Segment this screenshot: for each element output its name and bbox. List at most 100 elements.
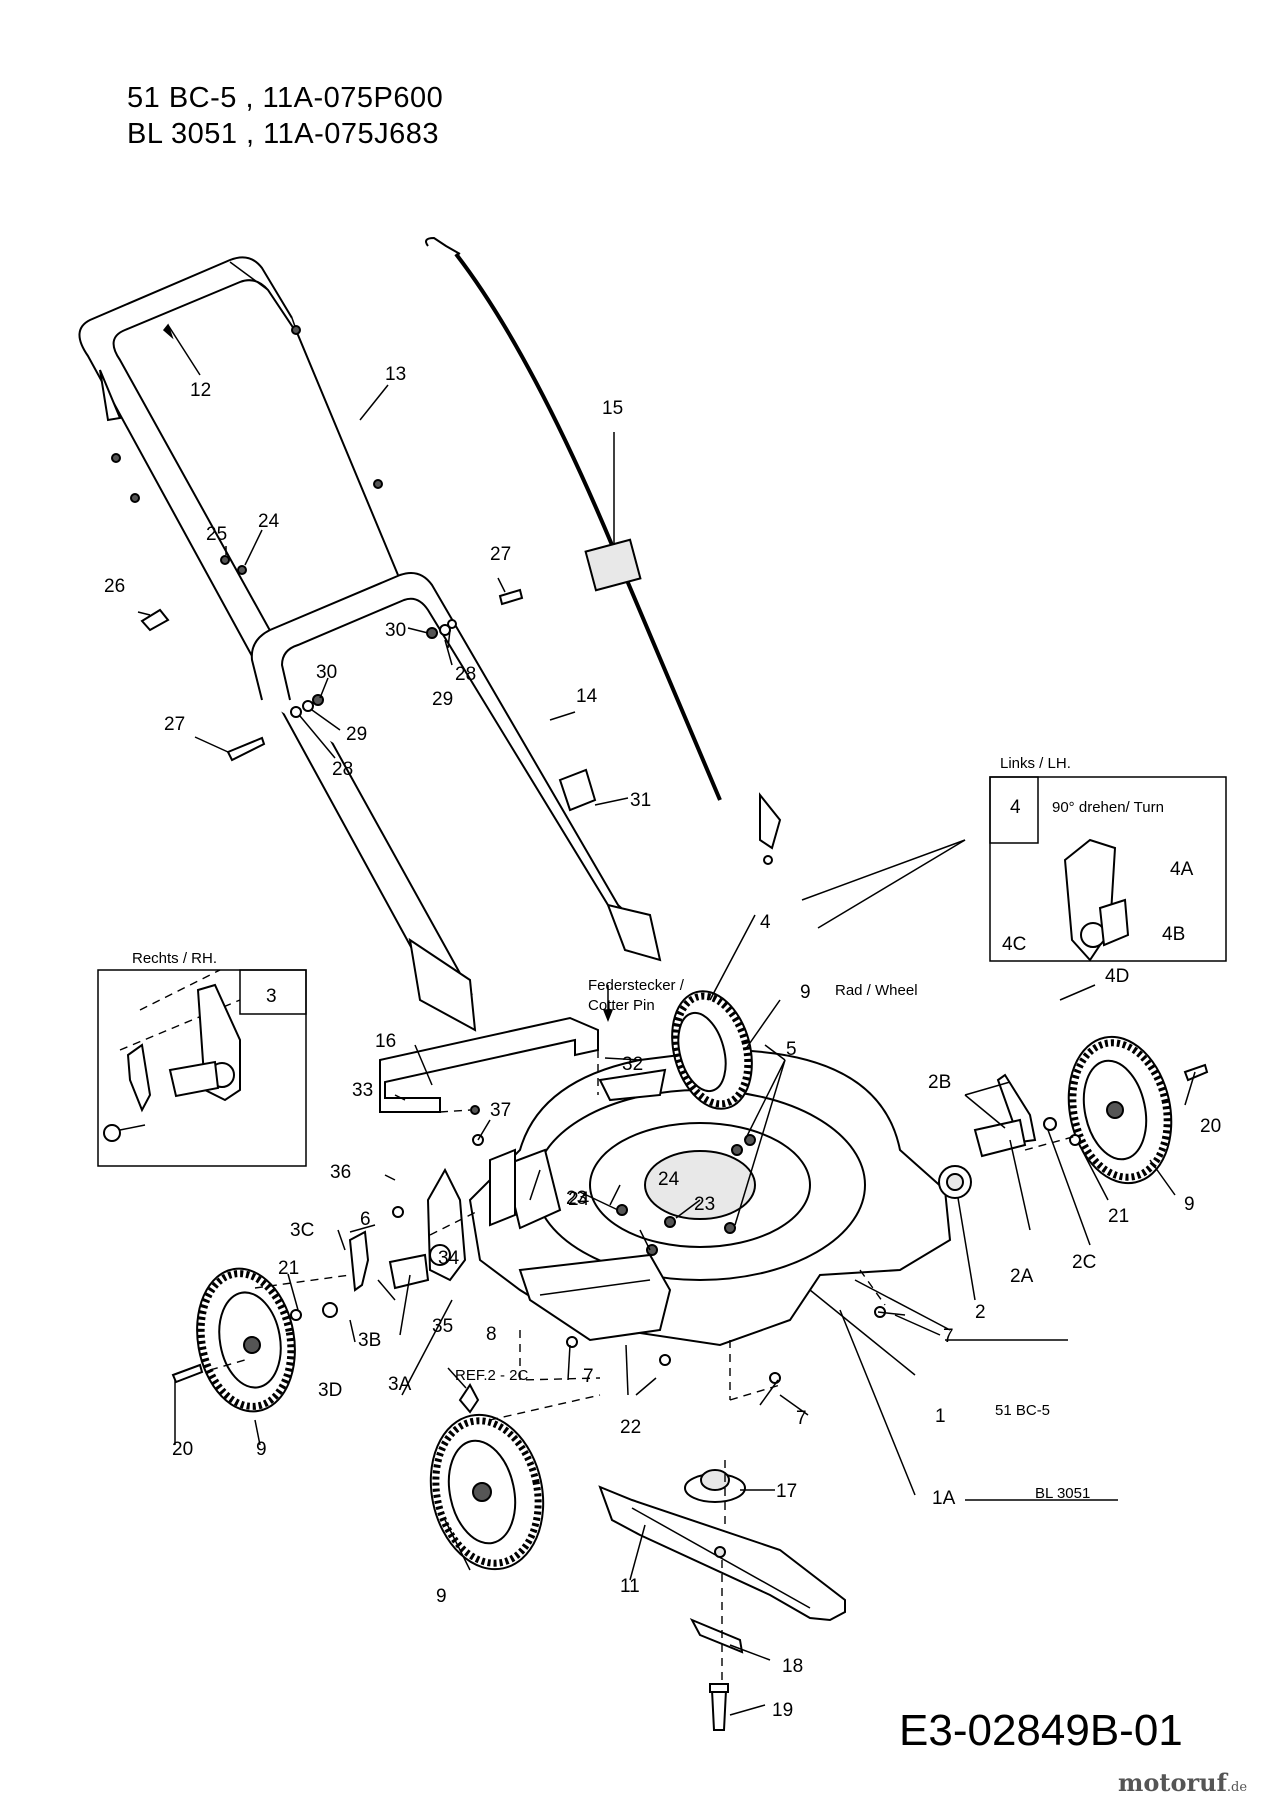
model-title-line-1: 51 BC-5 , 11A-075P600	[127, 82, 444, 114]
callout-20: 20	[1200, 1116, 1221, 1137]
callout-4B: 4B	[1162, 924, 1185, 945]
callout-7: 7	[796, 1408, 807, 1429]
callout-28: 28	[332, 759, 353, 780]
callout-14: 14	[576, 686, 598, 707]
handle-bolt-icon	[373, 479, 383, 489]
callout-1A: 1A	[932, 1488, 956, 1509]
callout-23: 23	[566, 1188, 587, 1209]
inset-left-hand	[801, 776, 1227, 962]
drawing-code: E3-02849B-01	[899, 1706, 1183, 1755]
callout-20: 20	[172, 1439, 193, 1460]
note-cotter-line-1: Federstecker /	[588, 977, 685, 994]
height-adjuster-right[interactable]	[938, 1073, 1057, 1199]
callout-19: 19	[772, 1700, 793, 1721]
callout-18: 18	[782, 1656, 803, 1677]
brand-name: motoruf	[1118, 1768, 1227, 1797]
inset-left-note: 90° drehen/ Turn	[1052, 799, 1164, 816]
handle-bracket[interactable]	[489, 1148, 516, 1227]
callout-13: 13	[385, 364, 406, 385]
callout-5: 5	[786, 1039, 797, 1060]
callout-29: 29	[432, 689, 453, 710]
callout-24: 24	[658, 1169, 680, 1190]
handle-bolt-icon	[291, 325, 301, 335]
wheel-front-left[interactable]	[417, 1404, 557, 1579]
callout-8: 8	[486, 1324, 497, 1345]
wheel-rear-right[interactable]	[660, 982, 764, 1118]
callout-34: 34	[438, 1248, 460, 1269]
callout-32: 32	[622, 1054, 643, 1075]
lower-handle[interactable]	[250, 572, 662, 1032]
callout-1: 1	[935, 1406, 946, 1427]
callout-16: 16	[375, 1031, 396, 1052]
callout-4: 4	[760, 912, 771, 933]
callout-22: 22	[620, 1417, 641, 1438]
blade-bolt[interactable]	[709, 1683, 729, 1731]
callout-3D: 3D	[318, 1380, 342, 1401]
assembly-lines	[119, 969, 1081, 1685]
callout-31: 31	[630, 790, 651, 811]
callout-7: 7	[583, 1366, 594, 1387]
handle-bolt-icon	[130, 493, 140, 503]
inset-right-hand	[97, 969, 307, 1167]
callout-23: 23	[694, 1194, 715, 1215]
callout-26: 26	[104, 576, 125, 597]
blade-adapter[interactable]	[684, 1469, 746, 1503]
callout-21: 21	[1108, 1206, 1129, 1227]
callout-37: 37	[490, 1100, 511, 1121]
brand-logo: motoruf.de	[1118, 1768, 1247, 1797]
callout-15: 15	[602, 398, 623, 419]
callout-9: 9	[1184, 1194, 1195, 1215]
brand-tld: .de	[1226, 1780, 1248, 1795]
callout-24: 24	[568, 1189, 590, 1210]
callout-29: 29	[346, 724, 367, 745]
callout-6: 6	[360, 1209, 371, 1230]
callout-2B: 2B	[928, 1072, 951, 1093]
callout-30: 30	[316, 662, 337, 683]
callout-36: 36	[330, 1162, 351, 1183]
note-model-1a: BL 3051	[1035, 1485, 1090, 1502]
callout-30: 30	[385, 620, 406, 641]
inset-left-title: Links / LH.	[1000, 755, 1071, 772]
note-cotter-line-2: Cotter Pin	[588, 997, 655, 1014]
callout-2: 2	[975, 1302, 986, 1323]
rear-chute-flap[interactable]	[518, 1253, 672, 1342]
callout-2A: 2A	[1010, 1266, 1034, 1287]
inset-left-box-label: 4	[1010, 797, 1021, 818]
callout-11: 11	[620, 1576, 640, 1597]
mower-blade[interactable]	[598, 1485, 846, 1622]
callout-4A: 4A	[1170, 859, 1194, 880]
callout-25: 25	[206, 524, 227, 545]
callout-27: 27	[490, 544, 511, 565]
callout-3C: 3C	[290, 1220, 314, 1241]
callout-7: 7	[943, 1326, 954, 1347]
callout-labels: 12 13 15 25 24 26 27 30 28 29 30 29 28 2…	[104, 364, 1221, 1721]
callout-4D: 4D	[1105, 966, 1129, 987]
blade-stiffener[interactable]	[689, 1618, 744, 1654]
inset-right-box-label: 3	[266, 986, 277, 1007]
callout-24: 24	[258, 511, 280, 532]
callout-2C: 2C	[1072, 1252, 1096, 1273]
note-ref: REF.2 - 2C	[455, 1367, 529, 1384]
note-wheel: Rad / Wheel	[835, 982, 918, 999]
leader-lines	[137, 323, 1196, 1716]
handle-bolt-icon	[111, 453, 121, 463]
wheel-front-right[interactable]	[1056, 1027, 1185, 1193]
callout-3A: 3A	[388, 1374, 412, 1395]
inset-right-title: Rechts / RH.	[132, 950, 217, 967]
height-adjuster-left[interactable]	[322, 1167, 467, 1318]
callout-17: 17	[776, 1481, 797, 1502]
callout-12: 12	[190, 380, 211, 401]
callout-33: 33	[352, 1080, 373, 1101]
callout-4C: 4C	[1002, 934, 1026, 955]
wheel-rear-left[interactable]	[186, 1261, 306, 1419]
lower-cross-bar[interactable]	[379, 1016, 599, 1113]
callout-21: 21	[278, 1258, 299, 1279]
callout-9: 9	[436, 1586, 447, 1607]
callout-35: 35	[432, 1316, 453, 1337]
model-title-line-2: BL 3051 , 11A-075J683	[127, 118, 440, 150]
callout-9: 9	[800, 982, 811, 1003]
note-model-1: 51 BC-5	[995, 1402, 1050, 1419]
control-cable[interactable]	[425, 236, 782, 850]
callout-3B: 3B	[358, 1330, 381, 1351]
